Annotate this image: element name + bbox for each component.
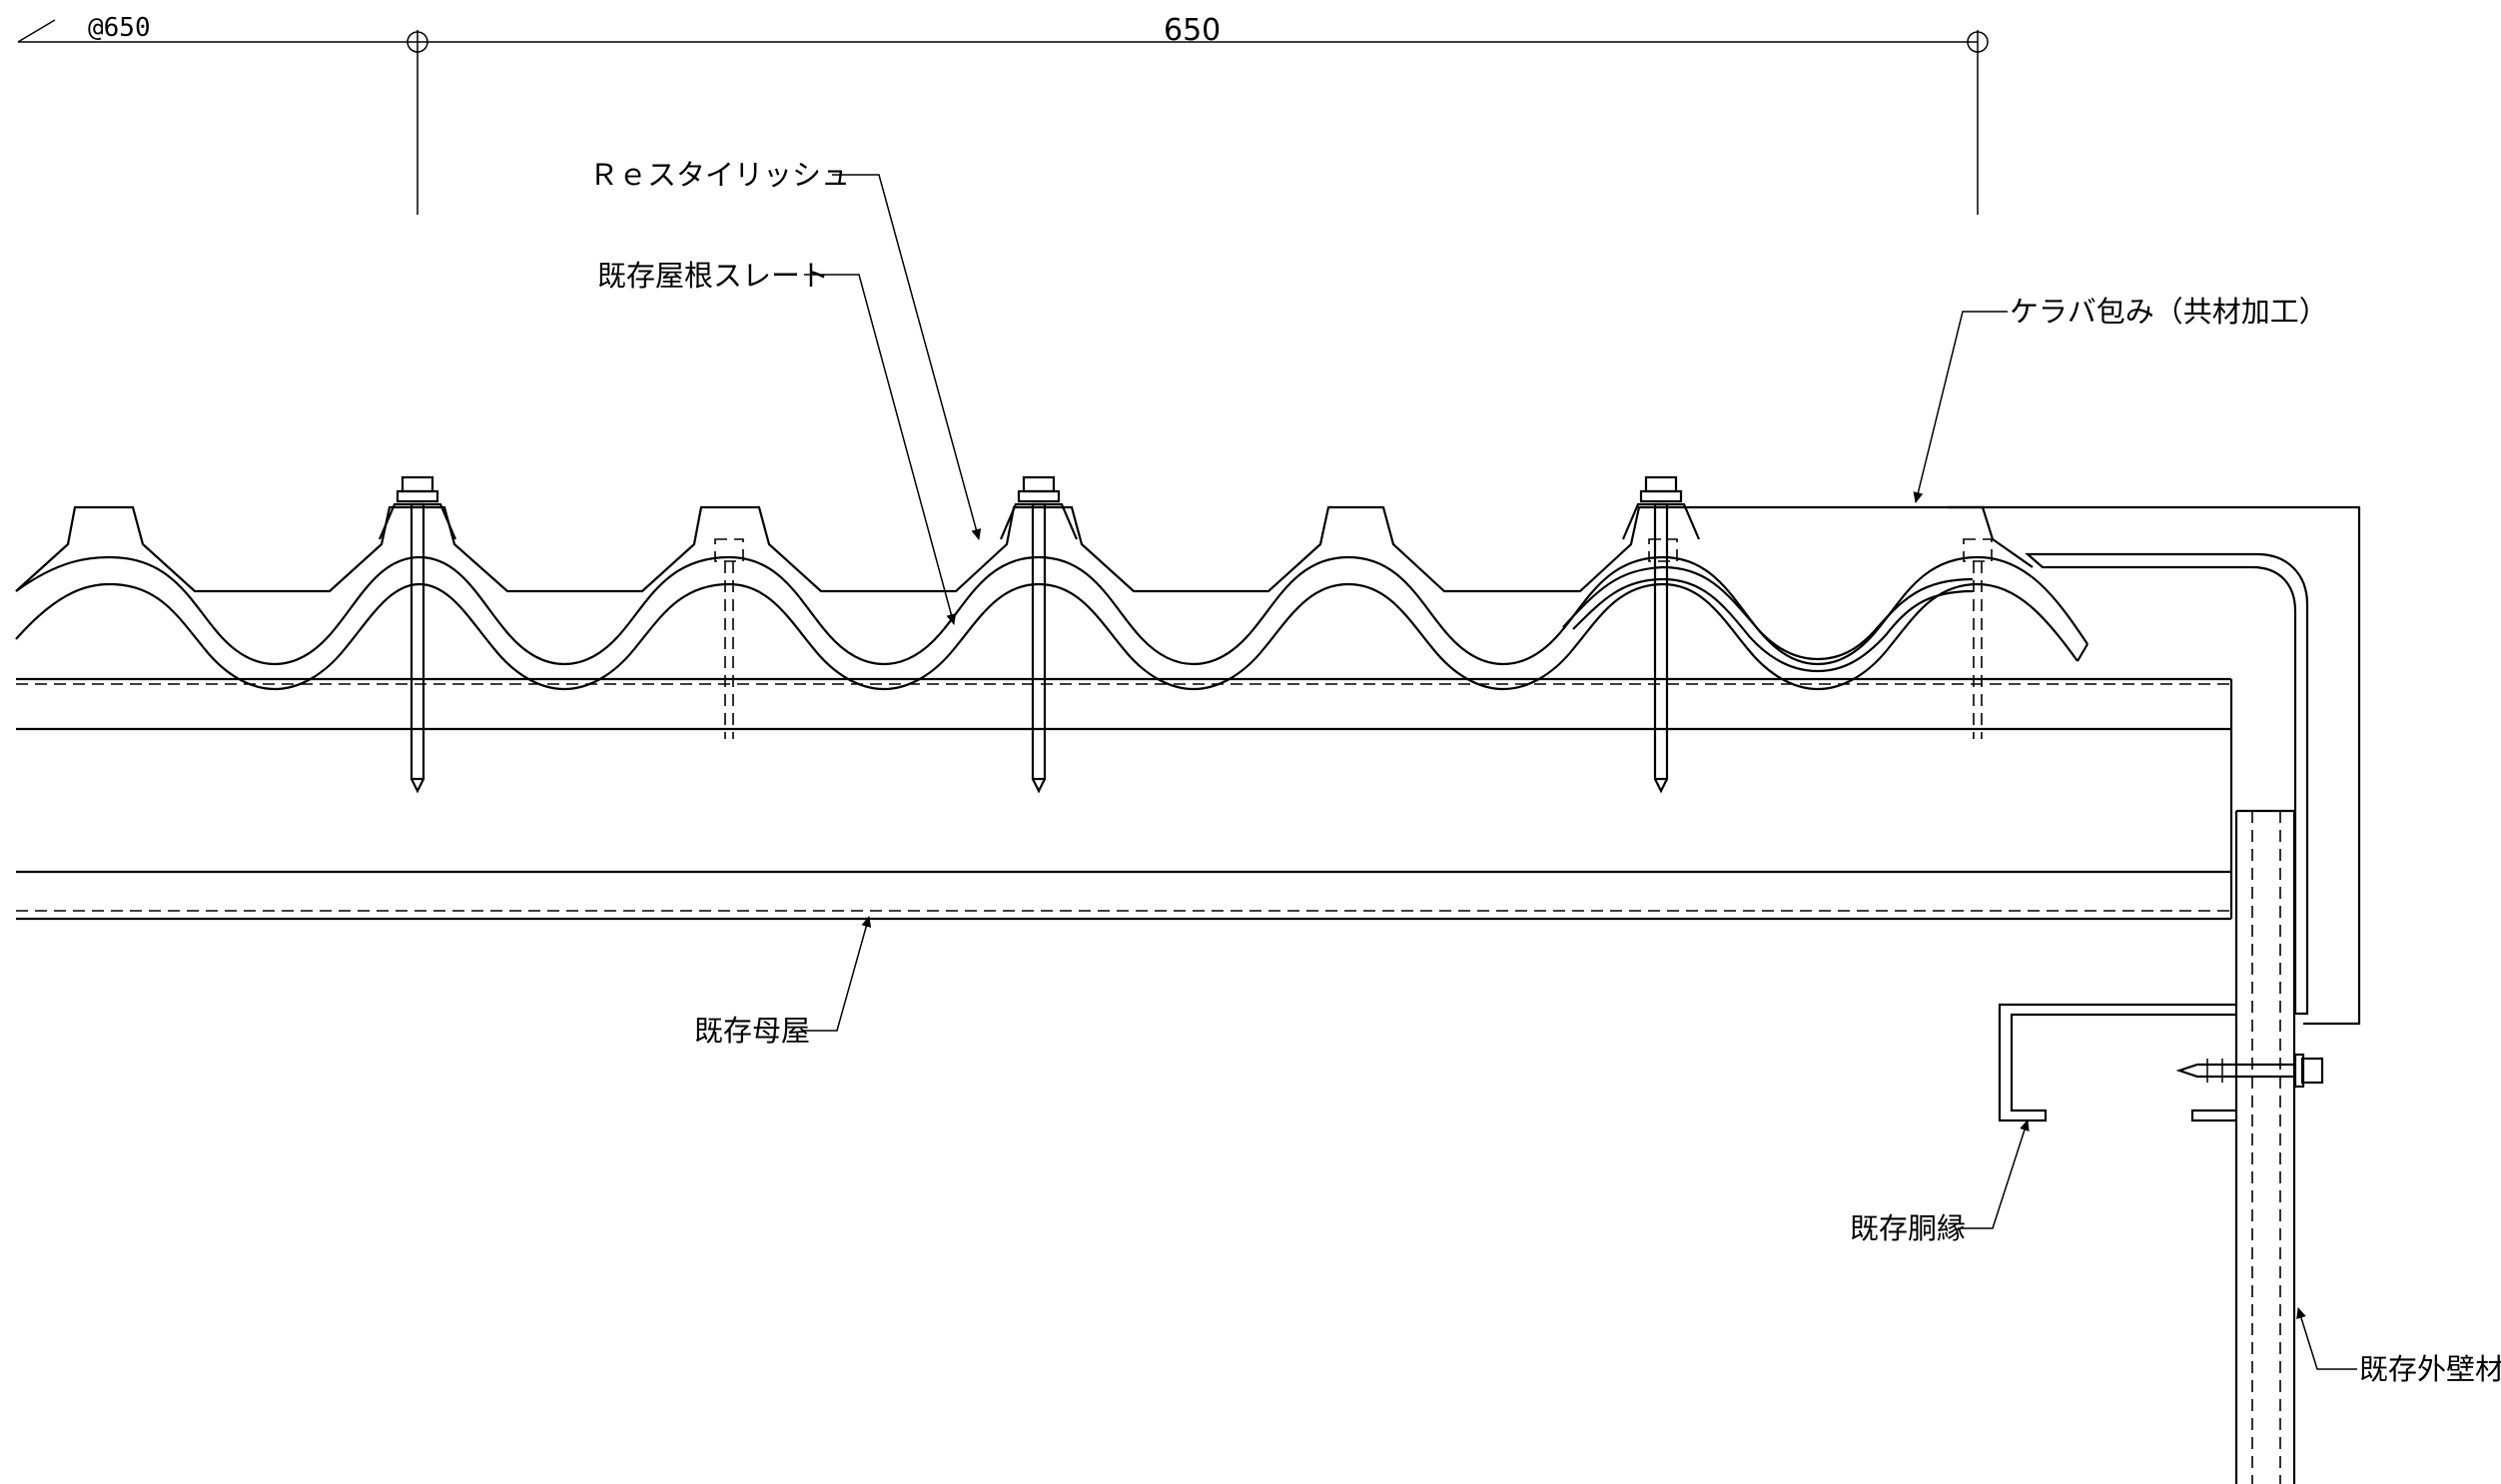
re-stylish-roof-profile [15,505,1698,593]
leader-re-stylish [832,174,982,540]
leader-verge-wrap [1913,311,2008,503]
dimension-line [17,19,1989,215]
existing-purlin-beam [16,677,2233,921]
leader-existing-purlin [804,916,872,1032]
label-existing-slate: 既存屋根スレート [597,260,829,293]
leader-existing-girt [1958,1119,2030,1229]
pitch-label: @650 [88,13,151,43]
wall-fastening-screw [2175,1053,2324,1089]
screw-fastener-3 [1621,475,1701,794]
existing-hook-bolt-3 [1963,538,1993,739]
label-existing-girt: 既存胴縁 [1850,1212,1966,1245]
existing-hook-bolt-2 [1648,538,1678,562]
leader-existing-wall [2296,1307,2357,1370]
screw-fastener-2 [999,475,1079,794]
leader-existing-slate [804,274,957,625]
existing-hook-bolt-1 [714,538,744,739]
verge-wrap-flashing [1698,505,2361,1026]
label-existing-purlin: 既存母屋 [694,1015,810,1048]
existing-wall-panel [2234,809,2296,1484]
label-existing-wall: 既存外壁材 [2359,1353,2501,1386]
label-verge-wrap: ケラバ包み（共材加工） [2010,296,2328,329]
existing-girt-channel [1998,1003,2235,1122]
span-dimension-label: 650 [1164,13,1221,48]
existing-slate-corrugation [15,555,2088,691]
eave-filler-strip [1562,565,1974,673]
slope-tick [17,19,56,43]
label-re-stylish: Ｒｅスタイリッシュ [589,160,850,192]
screw-fastener-1 [378,475,457,794]
